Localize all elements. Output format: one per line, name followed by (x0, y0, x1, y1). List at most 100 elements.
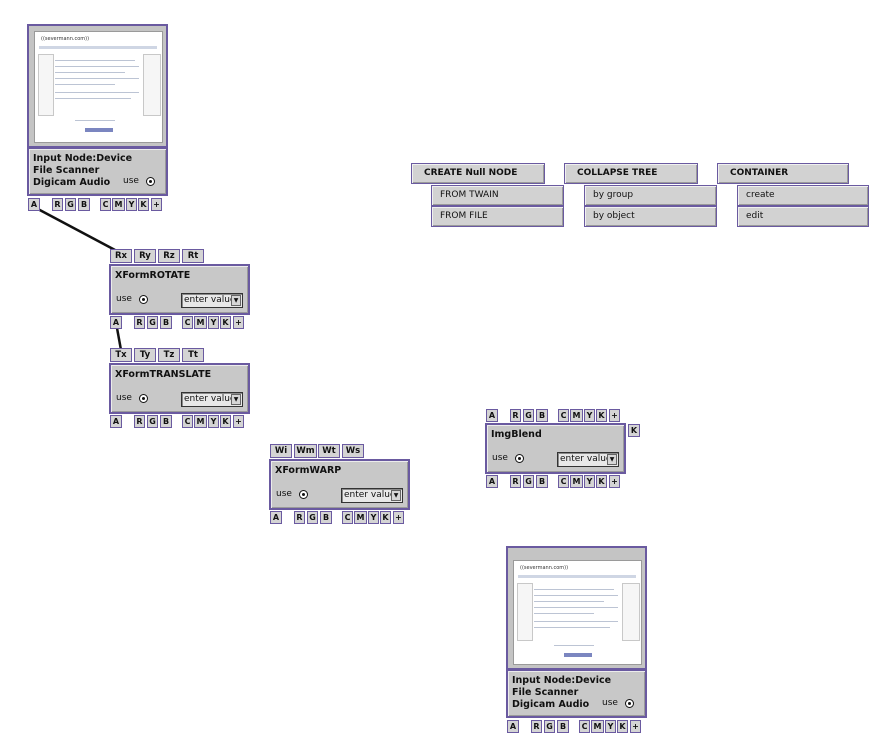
channel-y[interactable]: Y (584, 475, 595, 488)
param-wi[interactable]: Wi (270, 444, 292, 458)
channel-b[interactable]: B (320, 511, 332, 524)
channel-plus[interactable]: + (233, 316, 244, 329)
use-radio[interactable] (139, 394, 148, 403)
channel-m[interactable]: M (194, 415, 207, 428)
channel-g[interactable]: G (523, 409, 534, 422)
use-radio[interactable] (146, 177, 155, 186)
channel-r[interactable]: R (294, 511, 305, 524)
menu-item-from-twain[interactable]: FROM TWAIN (431, 185, 564, 206)
use-radio[interactable] (625, 699, 634, 708)
chevron-down-icon[interactable]: ▼ (231, 295, 241, 306)
channel-y[interactable]: Y (126, 198, 137, 211)
channel-k[interactable]: K (220, 316, 231, 329)
param-ty[interactable]: Ty (134, 348, 156, 362)
channel-g[interactable]: G (307, 511, 318, 524)
channel-c[interactable]: C (100, 198, 111, 211)
channel-r[interactable]: R (134, 316, 145, 329)
container-menu[interactable]: CONTAINER (717, 163, 849, 184)
channel-k-side[interactable]: K (628, 424, 640, 437)
param-tx[interactable]: Tx (110, 348, 132, 362)
value-select[interactable]: enter value ▼ (341, 488, 403, 503)
create-null-node-menu[interactable]: CREATE Null NODE (411, 163, 545, 184)
channel-a[interactable]: A (507, 720, 519, 733)
channel-y[interactable]: Y (584, 409, 595, 422)
channel-m[interactable]: M (194, 316, 207, 329)
channel-plus[interactable]: + (233, 415, 244, 428)
channel-c[interactable]: C (182, 415, 193, 428)
channel-k[interactable]: K (617, 720, 628, 733)
channel-k[interactable]: K (596, 409, 607, 422)
chevron-down-icon[interactable]: ▼ (391, 490, 401, 501)
collapse-tree-menu[interactable]: COLLAPSE TREE (564, 163, 698, 184)
channel-m[interactable]: M (591, 720, 604, 733)
use-radio[interactable] (299, 490, 308, 499)
use-radio[interactable] (139, 295, 148, 304)
channel-plus[interactable]: + (151, 198, 162, 211)
channel-b[interactable]: B (557, 720, 569, 733)
channel-a[interactable]: A (486, 409, 498, 422)
menu-item-create[interactable]: create (737, 185, 869, 206)
chevron-down-icon[interactable]: ▼ (607, 454, 617, 465)
value-select[interactable]: enter value ▼ (557, 452, 619, 467)
channel-b[interactable]: B (160, 415, 172, 428)
channel-a[interactable]: A (28, 198, 40, 211)
use-radio[interactable] (515, 454, 524, 463)
channel-k[interactable]: K (380, 511, 391, 524)
channel-r[interactable]: R (134, 415, 145, 428)
value-select[interactable]: enter value ▼ (181, 392, 243, 407)
channel-y[interactable]: Y (368, 511, 379, 524)
menu-item-by-group[interactable]: by group (584, 185, 717, 206)
channel-c[interactable]: C (182, 316, 193, 329)
channel-m[interactable]: M (354, 511, 367, 524)
channel-b[interactable]: B (78, 198, 90, 211)
param-rz[interactable]: Rz (158, 249, 180, 263)
channel-g[interactable]: G (65, 198, 76, 211)
channel-m[interactable]: M (570, 475, 583, 488)
input-node-2[interactable]: Input Node:Device File Scanner Digicam A… (506, 669, 647, 718)
channel-c[interactable]: C (579, 720, 590, 733)
channel-g[interactable]: G (544, 720, 555, 733)
channel-m[interactable]: M (112, 198, 125, 211)
param-rx[interactable]: Rx (110, 249, 132, 263)
xform-warp-node[interactable]: XFormWARP use enter value ▼ (269, 459, 410, 510)
channel-a[interactable]: A (110, 415, 122, 428)
channel-y[interactable]: Y (605, 720, 616, 733)
param-tt[interactable]: Tt (182, 348, 204, 362)
channel-b[interactable]: B (536, 475, 548, 488)
value-select[interactable]: enter value ▼ (181, 293, 243, 308)
channel-k[interactable]: K (138, 198, 149, 211)
param-wm[interactable]: Wm (294, 444, 317, 458)
chevron-down-icon[interactable]: ▼ (231, 394, 241, 405)
xform-translate-node[interactable]: XFormTRANSLATE use enter value ▼ (109, 363, 250, 414)
channel-m[interactable]: M (570, 409, 583, 422)
channel-c[interactable]: C (558, 409, 569, 422)
param-ws[interactable]: Ws (342, 444, 364, 458)
menu-item-from-file[interactable]: FROM FILE (431, 206, 564, 227)
param-ry[interactable]: Ry (134, 249, 156, 263)
channel-r[interactable]: R (510, 475, 521, 488)
channel-r[interactable]: R (52, 198, 63, 211)
channel-c[interactable]: C (558, 475, 569, 488)
channel-r[interactable]: R (510, 409, 521, 422)
channel-b[interactable]: B (160, 316, 172, 329)
channel-r[interactable]: R (531, 720, 542, 733)
channel-y[interactable]: Y (208, 415, 219, 428)
channel-g[interactable]: G (147, 316, 158, 329)
channel-plus[interactable]: + (630, 720, 641, 733)
channel-k[interactable]: K (596, 475, 607, 488)
param-rt[interactable]: Rt (182, 249, 204, 263)
channel-y[interactable]: Y (208, 316, 219, 329)
channel-a[interactable]: A (110, 316, 122, 329)
param-tz[interactable]: Tz (158, 348, 180, 362)
channel-plus[interactable]: + (609, 475, 620, 488)
xform-rotate-node[interactable]: XFormROTATE use enter value ▼ (109, 264, 250, 315)
channel-g[interactable]: G (523, 475, 534, 488)
menu-item-by-object[interactable]: by object (584, 206, 717, 227)
channel-k[interactable]: K (220, 415, 231, 428)
channel-plus[interactable]: + (609, 409, 620, 422)
channel-b[interactable]: B (536, 409, 548, 422)
channel-plus[interactable]: + (393, 511, 404, 524)
channel-a[interactable]: A (270, 511, 282, 524)
channel-g[interactable]: G (147, 415, 158, 428)
menu-item-edit[interactable]: edit (737, 206, 869, 227)
